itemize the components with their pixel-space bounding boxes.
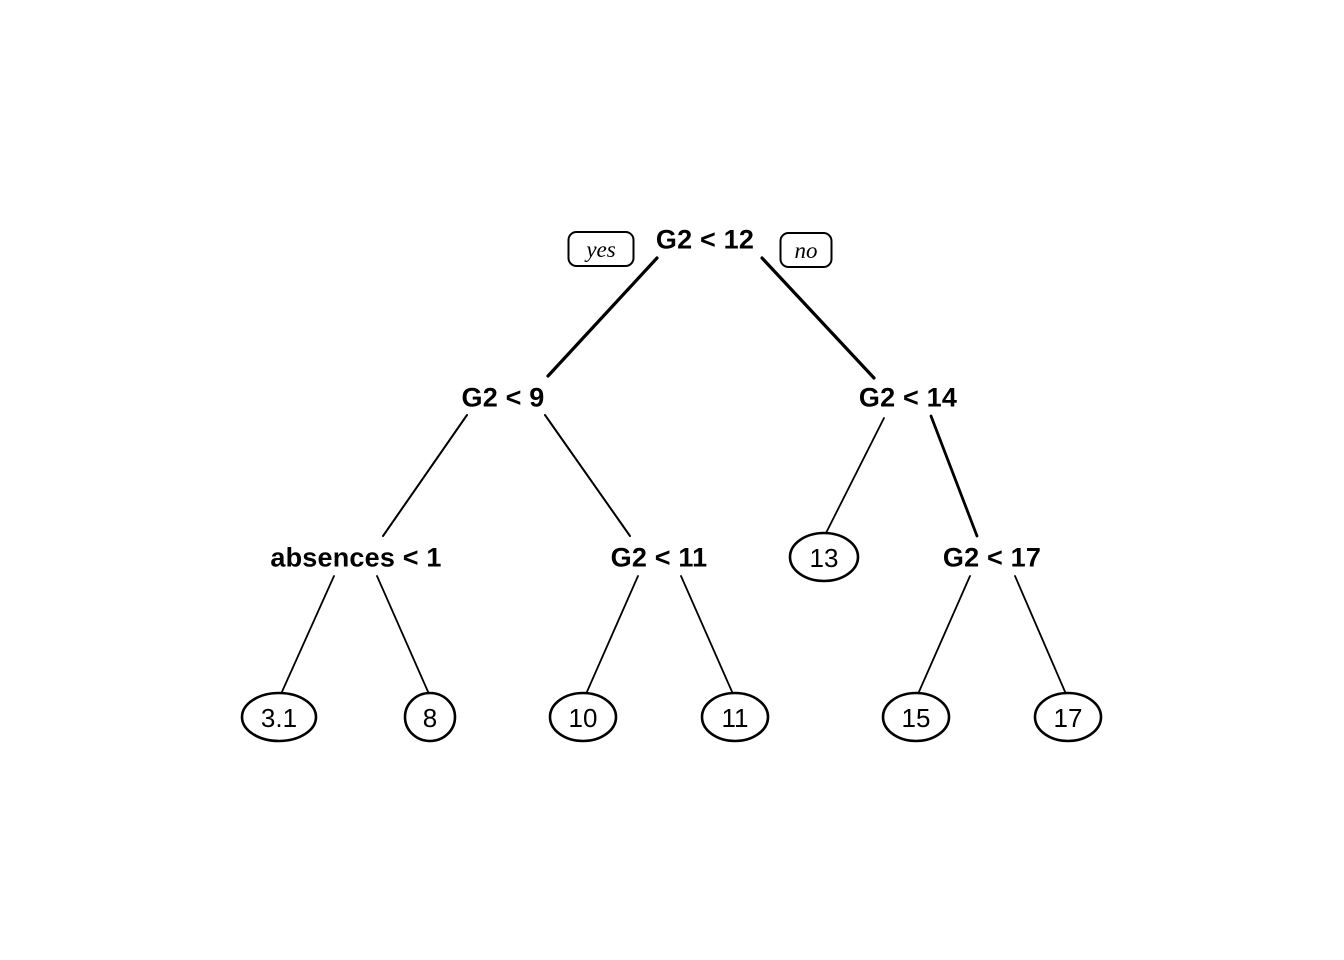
leaf-value-15[interactable]: 15 (901, 703, 931, 733)
leaf-ellipse-8 (403, 691, 457, 743)
leaf-value-13[interactable]: 13 (809, 543, 839, 573)
edge-g2lt14-to-g2lt17 (929, 414, 979, 538)
leaf-value-17[interactable]: 17 (1053, 703, 1083, 733)
edge-g2lt17-to-leaf15 (917, 575, 971, 695)
leaf-value-11[interactable]: 11 (721, 703, 749, 733)
edge-g2lt17-to-leaf17 (1014, 575, 1067, 695)
branch-label-no-text: no (794, 237, 818, 263)
edge-absenceslt1-to-leaf8 (376, 575, 430, 695)
node-split-g2-lt-17-label[interactable]: G2 < 17 (942, 542, 1042, 573)
edge-g2lt11-to-leaf11 (680, 575, 734, 695)
node-split-g2-lt-11-label[interactable]: G2 < 11 (610, 542, 708, 573)
node-split-g2-lt-9-label[interactable]: G2 < 9 (461, 382, 545, 413)
leaf-value-8[interactable]: 8 (422, 703, 438, 733)
edge-g2lt9-to-absenceslt1 (382, 414, 468, 537)
leaf-value-3-1[interactable]: 3.1 (260, 703, 298, 733)
node-root-split-label[interactable]: G2 < 12 (655, 224, 755, 255)
node-split-absences-lt-1-label[interactable]: absences < 1 (270, 542, 442, 573)
node-split-g2-lt-14-label[interactable]: G2 < 14 (858, 382, 958, 413)
branch-label-yes-box[interactable]: yes (567, 231, 635, 267)
leaf-ellipse-15 (881, 691, 951, 743)
leaf-ellipse-10 (548, 691, 618, 743)
edge-absenceslt1-to-leaf3-1 (280, 575, 335, 695)
leaf-value-10[interactable]: 10 (568, 703, 598, 733)
branch-label-yes-text: yes (586, 236, 616, 262)
edge-g2lt9-to-g2lt11 (544, 414, 631, 537)
edge-g2lt14-to-leaf13 (825, 417, 885, 534)
leaf-ellipse-17 (1033, 691, 1103, 743)
leaf-ellipse-13 (788, 531, 860, 583)
leaf-ellipse-3-1 (240, 691, 318, 743)
branch-label-no-box[interactable]: no (779, 232, 833, 268)
edge-g2lt11-to-leaf10 (585, 575, 639, 695)
edge-root-to-g2lt14 (760, 256, 876, 380)
leaf-ellipse-11 (700, 691, 770, 743)
edge-root-to-g2lt9 (546, 256, 659, 378)
